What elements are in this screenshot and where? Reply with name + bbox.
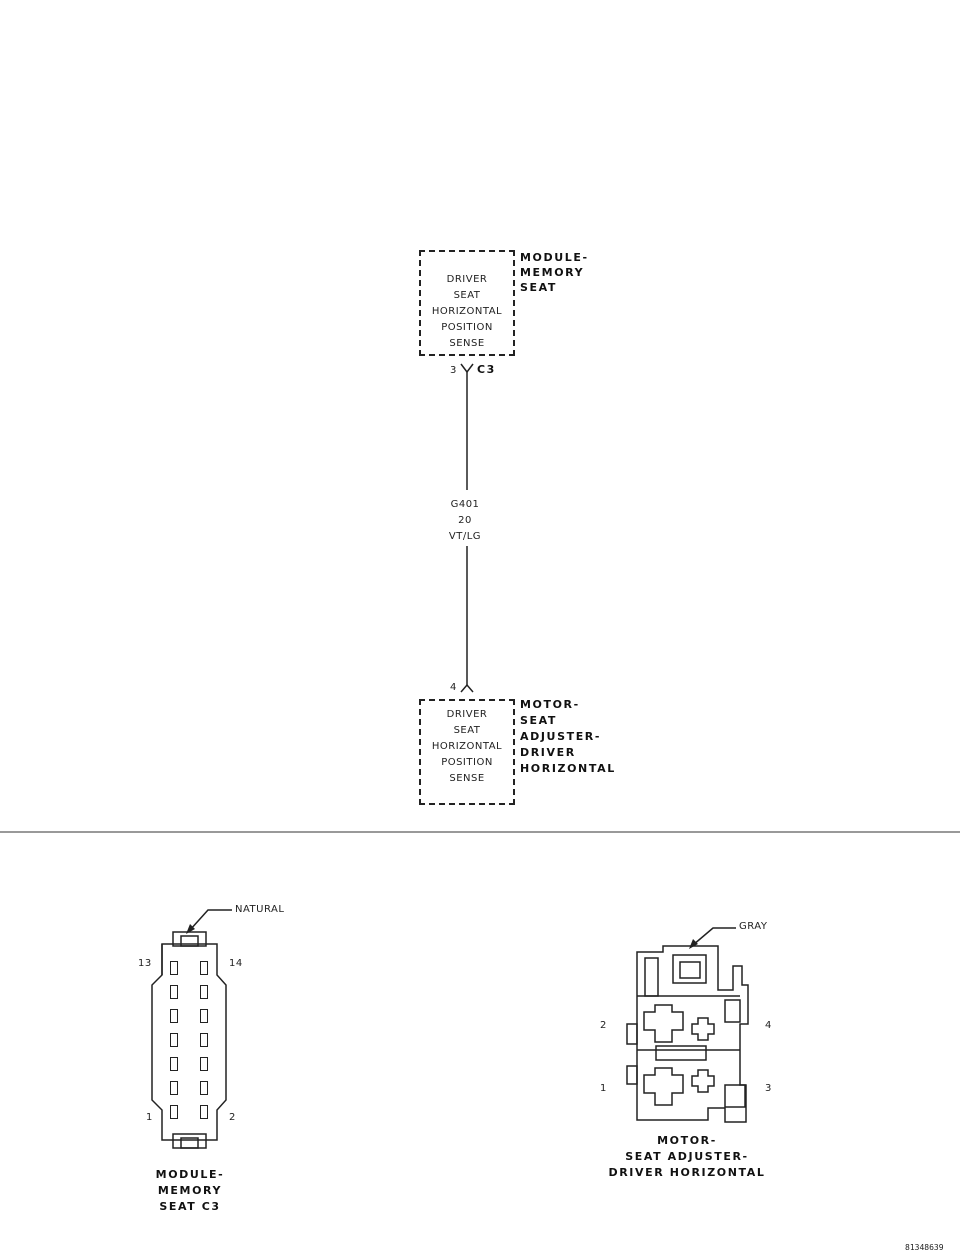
right-caption-3: DRIVER HORIZONTAL — [608, 1166, 766, 1179]
right-pin-2: 2 — [600, 1020, 607, 1031]
cavity — [170, 1057, 178, 1071]
cavity — [170, 985, 178, 999]
motor-box-line-3: HORIZONTAL — [431, 741, 503, 752]
gray-callout-label: GRAY — [739, 921, 768, 932]
motor-box-line-2: SEAT — [453, 725, 481, 736]
cavity — [170, 1105, 178, 1119]
motor-label-5: HORIZONTAL — [520, 762, 616, 775]
cavity — [200, 1057, 208, 1071]
right-pin-3: 3 — [765, 1083, 772, 1094]
cavity — [200, 961, 208, 975]
natural-callout-label: NATURAL — [235, 904, 285, 915]
left-pin-13: 13 — [138, 958, 152, 969]
right-caption-2: SEAT ADJUSTER- — [625, 1150, 749, 1163]
right-pin-1: 1 — [600, 1083, 607, 1094]
cavity — [170, 961, 178, 975]
module-box-line-3: HORIZONTAL — [431, 306, 503, 317]
cavity — [200, 1009, 208, 1023]
motor-connector-symbol — [460, 683, 474, 693]
module-connector-id: C3 — [477, 363, 496, 376]
left-caption-1: MODULE- — [155, 1168, 225, 1181]
right-caption-1: MOTOR- — [657, 1134, 717, 1147]
cavity — [170, 1081, 178, 1095]
left-pin-14: 14 — [229, 958, 243, 969]
cavity — [200, 1033, 208, 1047]
motor-label-3: ADJUSTER- — [520, 730, 602, 743]
left-pin-2: 2 — [229, 1112, 236, 1123]
module-connector-symbol — [460, 363, 474, 374]
connector-left-drawing — [151, 931, 227, 1149]
cavity — [200, 985, 208, 999]
cavity — [200, 1081, 208, 1095]
motor-box-line-1: DRIVER — [446, 709, 488, 720]
wire-gauge: 20 — [458, 515, 472, 526]
cavity — [170, 1033, 178, 1047]
motor-seat-adjuster-box: DRIVER SEAT HORIZONTAL POSITION SENSE — [419, 699, 515, 805]
motor-box-line-4: POSITION — [441, 757, 493, 768]
module-label-1: MODULE- — [520, 251, 589, 264]
wire-color: VT/LG — [448, 531, 482, 542]
motor-label-1: MOTOR- — [520, 698, 580, 711]
motor-label-4: DRIVER — [520, 746, 576, 759]
module-pin-number: 3 — [450, 365, 457, 376]
motor-box-line-5: SENSE — [449, 773, 485, 784]
module-label-3: SEAT — [520, 281, 557, 294]
module-memory-seat-box: DRIVER SEAT HORIZONTAL POSITION SENSE — [419, 250, 515, 356]
left-pin-1: 1 — [146, 1112, 153, 1123]
module-box-line-5: SENSE — [449, 338, 485, 349]
module-box-line-2: SEAT — [453, 290, 481, 301]
module-box-line-1: DRIVER — [446, 274, 488, 285]
motor-label-2: SEAT — [520, 714, 557, 727]
module-box-line-4: POSITION — [441, 322, 493, 333]
figure-id: 81348639 — [905, 1243, 944, 1252]
left-caption-3: SEAT C3 — [159, 1200, 221, 1213]
cavity — [170, 1009, 178, 1023]
left-caption-2: MEMORY — [157, 1184, 223, 1197]
wire-circuit: G401 — [450, 499, 480, 510]
natural-callout-arrow — [189, 909, 232, 931]
module-label-2: MEMORY — [520, 266, 585, 279]
cavity — [200, 1105, 208, 1119]
connector-right-drawing — [626, 945, 749, 1123]
motor-pin-number: 4 — [450, 682, 457, 693]
right-pin-4: 4 — [765, 1020, 772, 1031]
gray-callout-arrow — [692, 927, 736, 946]
